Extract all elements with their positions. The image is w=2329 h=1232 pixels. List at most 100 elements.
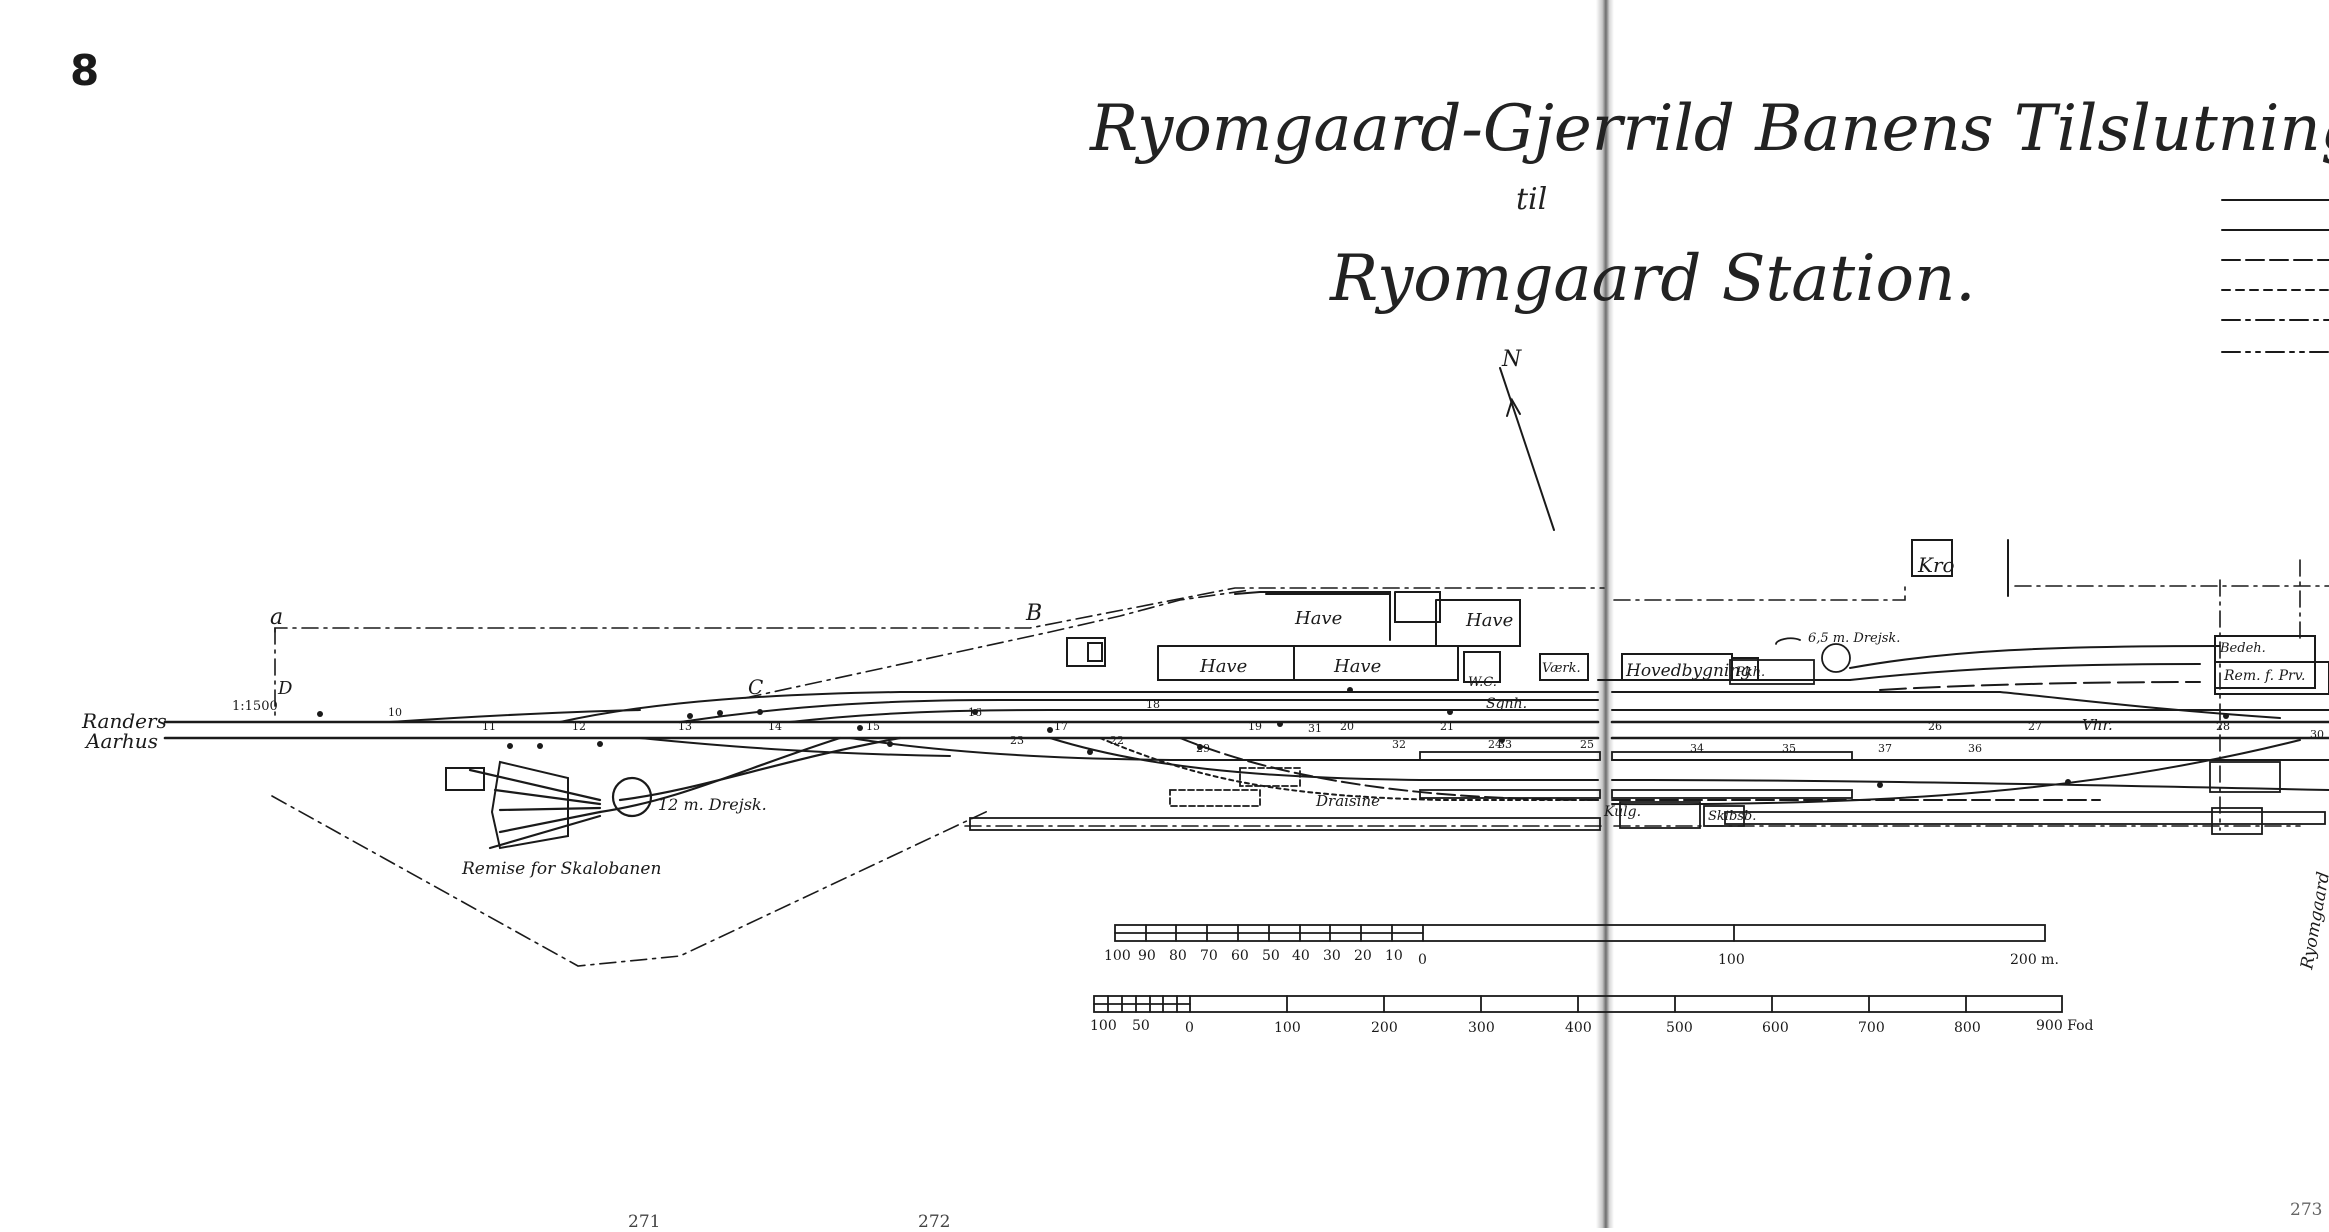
track-number: 18: [1146, 698, 1160, 711]
scale-tick: 50: [1132, 1018, 1150, 1034]
scale-tick: 100: [1274, 1020, 1301, 1036]
label-ryomgaard-side: Ryomgaard: [2297, 870, 2329, 972]
track-number: 36: [1968, 742, 1982, 755]
scale-tick: 50: [1262, 948, 1280, 964]
track-number: 16: [968, 706, 982, 719]
scale-ratio: 1:1500: [232, 699, 278, 714]
label-kro: Kro: [1917, 553, 1955, 577]
label-turntable-big: 6,5 m. Drejsk.: [1808, 631, 1900, 646]
label-varehus: Vhr.: [2082, 716, 2113, 734]
track-number: 20: [1340, 720, 1354, 733]
scale-tick: 30: [1323, 948, 1341, 964]
north-label: N: [1501, 347, 1522, 372]
scale-tick: 40: [1292, 948, 1310, 964]
plan-labels: N Randers Aarhus 1:1500 a B C D Have Hav…: [81, 347, 2329, 1036]
branch-remise: [468, 736, 902, 850]
scale-tick: 100: [1718, 952, 1745, 968]
track-number: 29: [1196, 742, 1210, 755]
track-number: 14: [768, 720, 782, 733]
scale-tick: 0: [1418, 952, 1427, 968]
station-tracks-lower: [639, 737, 2329, 806]
label-have-1: Have: [1294, 608, 1342, 629]
page-number-271: 271: [628, 1212, 661, 1232]
track-number: 19: [1248, 720, 1262, 733]
lower-structures: [969, 637, 2326, 835]
label-hovedbygning: Hovedbygning: [1625, 661, 1751, 681]
station-tracks-upper: [389, 645, 2329, 723]
label-vaerk: Værk.: [1542, 661, 1581, 676]
scale-fod: [1093, 995, 2063, 1013]
scale-tick: 800: [1954, 1020, 1981, 1036]
scale-tick: 900 Fod: [2036, 1018, 2094, 1034]
scale-tick: 100: [1090, 1018, 1117, 1034]
label-sgnh: Sgnh.: [1486, 696, 1527, 712]
scale-metres: [1114, 924, 2046, 942]
track-number: 22: [1110, 734, 1124, 747]
scale-tick: 0: [1185, 1020, 1194, 1036]
track-number: 25: [1580, 738, 1594, 751]
scale-metres-labels: 100 90 80 70 60 50 40 30 20 10 0 100 200…: [1104, 948, 2059, 968]
track-number: 27: [2028, 720, 2042, 733]
scale-tick: 700: [1858, 1020, 1885, 1036]
point-c: C: [748, 675, 763, 699]
scale-tick: 200: [1371, 1020, 1398, 1036]
dir-aarhus: Aarhus: [84, 729, 158, 753]
scale-tick: 80: [1169, 948, 1187, 964]
track-number: 35: [1782, 742, 1796, 755]
track-number: 32: [1392, 738, 1406, 751]
scale-tick: 60: [1231, 948, 1249, 964]
scale-tick: 600: [1762, 1020, 1789, 1036]
label-have-3: Have: [1199, 656, 1247, 677]
track-number: 31: [1308, 722, 1322, 735]
scale-tick: 10: [1385, 948, 1403, 964]
title-line-3: Ryomgaard Station.: [1330, 242, 1976, 316]
point-b: B: [1025, 601, 1042, 626]
track-number: 30: [2310, 728, 2324, 741]
label-kulg: Kulg.: [1603, 804, 1641, 820]
label-have-2: Have: [1465, 610, 1513, 631]
book-gutter: [1596, 0, 1614, 1228]
right-margin-lines: [2221, 199, 2329, 353]
track-number: 24: [1488, 738, 1502, 751]
remise-skalobanen: [490, 760, 569, 850]
scale-tick: 400: [1565, 1020, 1592, 1036]
page-number-272: 272: [918, 1212, 951, 1232]
scale-tick: 70: [1200, 948, 1218, 964]
track-number: 17: [1054, 720, 1068, 733]
label-remise-prv: Rem. f. Prv.: [2223, 668, 2305, 684]
scale-tick: 100: [1104, 948, 1131, 964]
track-number: 15: [866, 720, 880, 733]
track-number: 21: [1440, 720, 1454, 733]
scale-tick: 500: [1666, 1020, 1693, 1036]
label-have-4: Have: [1333, 656, 1381, 677]
label-wc: W.C.: [1468, 675, 1497, 690]
north-arrow: [1499, 367, 1555, 531]
track-number: 10: [388, 706, 402, 719]
label-pakhus: Pkh.: [1735, 665, 1765, 680]
label-bedeh: Bedeh.: [2219, 641, 2266, 656]
point-d: D: [277, 678, 293, 699]
point-a: a: [270, 605, 283, 630]
dir-randers: Randers: [81, 709, 167, 733]
track-number: 12: [572, 720, 586, 733]
scale-tick: 90: [1138, 948, 1156, 964]
label-draisine: Draisine: [1315, 792, 1380, 810]
scale-tick: 300: [1468, 1020, 1495, 1036]
title-line-2: til: [1516, 182, 1548, 217]
title-line-1: Ryomgaard-Gjerrild Banens Tilslutning: [1090, 92, 2329, 166]
track-number: 23: [1010, 734, 1024, 747]
label-skibsb: Skibsb.: [1708, 809, 1756, 824]
track-number: 34: [1690, 742, 1704, 755]
scale-tick: 200 m.: [2010, 952, 2059, 968]
track-number: 26: [1928, 720, 1942, 733]
remise-annex: [445, 767, 485, 791]
label-turntable-small: 12 m. Drejsk.: [658, 795, 767, 814]
buildings-top: [1066, 539, 2329, 695]
plate-number: 8: [70, 46, 100, 95]
signals: [317, 687, 2229, 788]
scale-tick: 20: [1354, 948, 1372, 964]
scale-fod-labels: 100 50 0 100 200 300 400 500 600 700 800…: [1090, 1018, 2094, 1036]
track-number: 11: [482, 720, 496, 733]
label-remise-skalobanen: Remise for Skalobanen: [461, 859, 661, 879]
